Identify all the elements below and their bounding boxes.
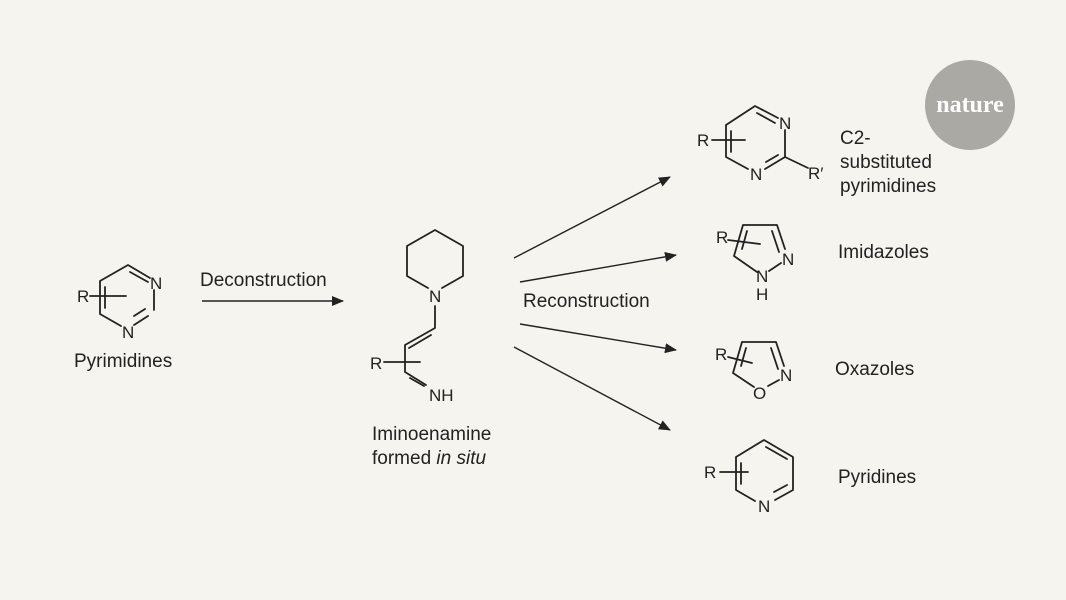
reconstruction-label: Reconstruction: [523, 291, 650, 312]
svg-text:N: N: [782, 250, 794, 269]
svg-text:R: R: [704, 463, 716, 482]
arrow-to-pyridines: [513, 346, 671, 431]
svg-text:R: R: [697, 131, 709, 150]
svg-text:N: N: [779, 114, 791, 133]
pyridine-structure: R N: [704, 439, 794, 516]
svg-text:N: N: [756, 267, 768, 286]
imidazoles-label: Imidazoles: [838, 242, 929, 263]
svg-text:nature: nature: [936, 92, 1004, 118]
iminoenamine-structure: N R NH: [370, 229, 464, 405]
c2-pyrimidine-structure: R N N R′: [697, 105, 823, 184]
svg-text:NH: NH: [429, 386, 454, 405]
svg-text:N: N: [750, 165, 762, 184]
nature-logo: nature: [925, 60, 1015, 150]
svg-text:O: O: [753, 384, 766, 403]
arrow-to-oxazoles: [519, 323, 677, 354]
svg-text:R: R: [77, 287, 89, 306]
iminoenamine-label: Iminoenamine: [372, 424, 491, 445]
c2-label-line2: substituted: [840, 152, 932, 173]
svg-text:R: R: [370, 354, 382, 373]
svg-text:N: N: [780, 366, 792, 385]
oxazoles-label: Oxazoles: [835, 359, 914, 380]
svg-text:N: N: [429, 287, 441, 306]
imidazole-structure: R N N H: [716, 224, 794, 304]
arrow-to-c2-pyrimidines: [513, 176, 671, 259]
pyrimidine-structure: R N N: [77, 264, 162, 342]
svg-text:N: N: [150, 274, 162, 293]
svg-text:N: N: [122, 323, 134, 342]
svg-text:R: R: [716, 228, 728, 247]
svg-text:R′: R′: [808, 164, 823, 183]
c2-label-line1: C2-: [840, 128, 871, 149]
oxazole-structure: R N O: [715, 341, 792, 403]
pyridines-label: Pyridines: [838, 467, 916, 488]
c2-label-line3: pyrimidines: [840, 176, 936, 197]
formed-in-situ-label: formed in situ: [372, 448, 486, 469]
svg-text:N: N: [758, 497, 770, 516]
deconstruction-label: Deconstruction: [200, 270, 327, 291]
pyrimidines-label: Pyrimidines: [74, 351, 172, 372]
svg-text:R: R: [715, 345, 727, 364]
svg-text:H: H: [756, 285, 768, 304]
arrow-to-imidazoles: [519, 251, 677, 283]
